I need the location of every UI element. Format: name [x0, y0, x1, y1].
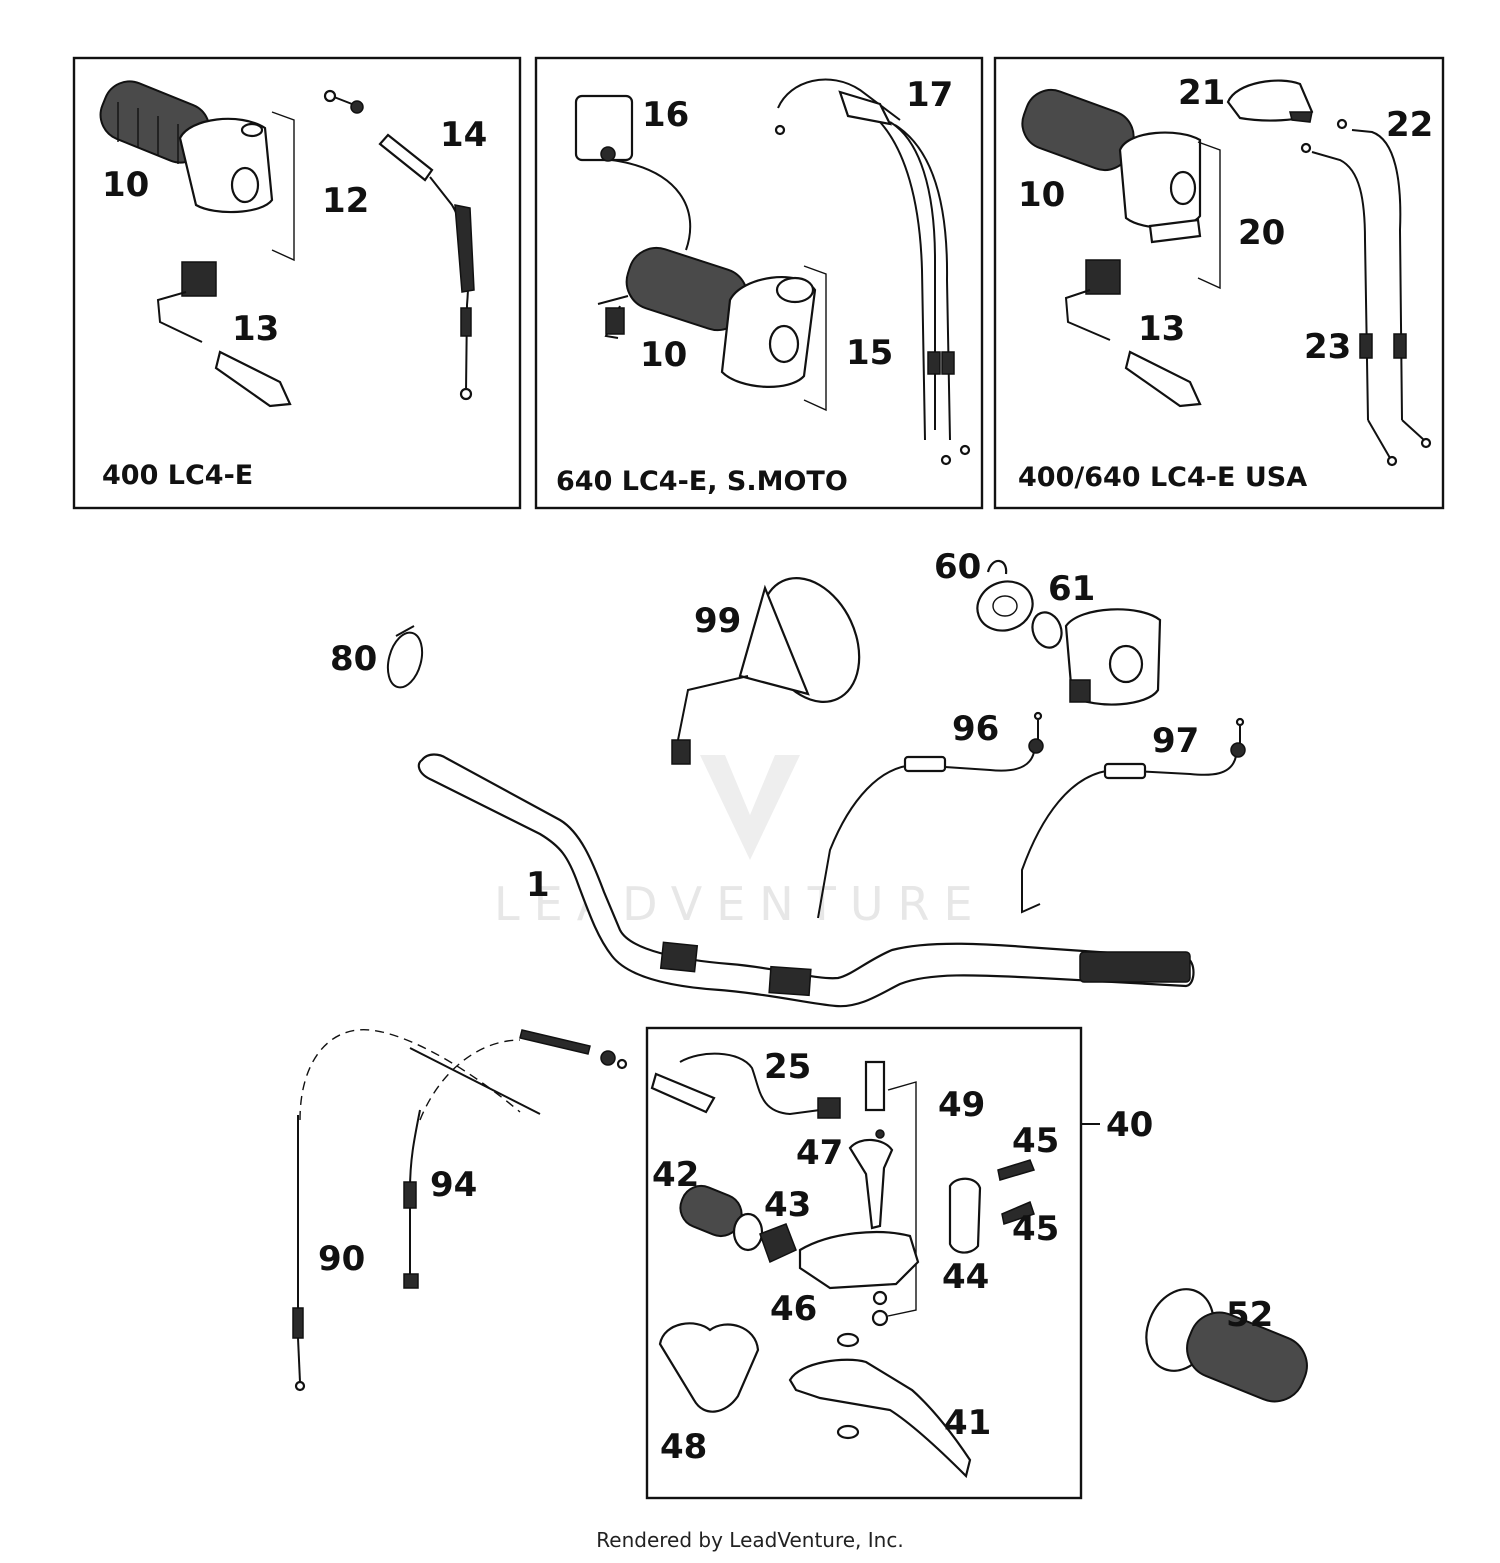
variant-label-400: 400 LC4-E [102, 460, 253, 491]
callout-22: 22 [1386, 105, 1433, 145]
group-bracket-15 [803, 265, 827, 412]
callout-52: 52 [1226, 1295, 1273, 1335]
throttle-cable-14 [323, 89, 475, 401]
variant-box-400-frame [72, 56, 522, 510]
clamp-45 [948, 1159, 1036, 1254]
switch-13 [156, 261, 292, 408]
callout-45: 45 [1012, 1121, 1059, 1161]
group-bracket-12 [271, 111, 295, 262]
throttle-cables-17 [774, 78, 971, 466]
lever-housing-44 [798, 1231, 920, 1290]
exploded-parts-diagram: LEADVENTURE [72, 56, 1445, 1500]
washer [872, 1290, 888, 1306]
callout-40: 40 [1106, 1105, 1153, 1145]
callout-41: 41 [944, 1403, 991, 1443]
callout-10: 10 [640, 335, 687, 375]
cover-21 [1226, 79, 1314, 122]
footer-credit: Rendered by LeadVenture, Inc. [596, 1528, 904, 1552]
callout-44: 44 [942, 1257, 989, 1297]
cable-96 [817, 711, 1044, 919]
callout-94: 94 [430, 1165, 477, 1205]
cables-22-23 [1300, 118, 1432, 467]
clutch-switch-25 [650, 1052, 841, 1119]
variant-box-640-frame [534, 56, 984, 510]
boot-42-adjuster-43 [679, 1184, 797, 1264]
callout-12: 12 [322, 181, 369, 221]
connector-640 [605, 307, 625, 335]
cable-94 [403, 1029, 628, 1289]
grip-52 [1145, 1288, 1308, 1403]
callout-43: 43 [764, 1185, 811, 1225]
group-bracket-20 [1197, 141, 1221, 290]
clutch-lever-41 [788, 1332, 972, 1479]
watermark: LEADVENTURE [494, 755, 987, 931]
callout-61: 61 [1048, 569, 1095, 609]
callout-42: 42 [652, 1155, 699, 1195]
callout-46: 46 [770, 1289, 817, 1329]
mirror-99 [671, 576, 861, 765]
lever-cover-48 [658, 1322, 760, 1413]
callout-20: 20 [1238, 213, 1285, 253]
watermark-logo-icon [700, 755, 800, 860]
nut [871, 1309, 889, 1327]
variant-box-400: 10 12 14 13 400 LC4-E [72, 56, 522, 510]
callout-23: 23 [1304, 327, 1351, 367]
cable-tie-80 [386, 625, 424, 689]
switch-13-usa [1064, 259, 1202, 408]
cable-90 [292, 1029, 541, 1392]
variant-box-640: 16 17 10 15 640 LC4-E, S.MOTO [534, 56, 984, 510]
variant-label-usa: 400/640 LC4-E USA [1018, 462, 1307, 493]
callout-21: 21 [1178, 73, 1225, 113]
variant-box-usa-frame [993, 56, 1445, 510]
callout-13: 13 [232, 309, 279, 349]
callout-13: 13 [1138, 309, 1185, 349]
callout-96: 96 [952, 709, 999, 749]
callout-10: 10 [1018, 175, 1065, 215]
callout-99: 99 [694, 601, 741, 641]
callout-15: 15 [846, 333, 893, 373]
group-bracket-49 [887, 1081, 917, 1317]
callout-25: 25 [764, 1047, 811, 1087]
cable-97 [1021, 717, 1246, 914]
callout-47: 47 [796, 1133, 843, 1173]
callout-60: 60 [934, 547, 981, 587]
callout-90: 90 [318, 1239, 365, 1279]
callout-14: 14 [440, 115, 487, 155]
cover-21-tab [1289, 111, 1313, 123]
watermark-text: LEADVENTURE [494, 877, 987, 931]
switch-cluster-60-61 [976, 559, 1162, 706]
callout-10: 10 [102, 165, 149, 205]
throttle-housing-usa [1118, 131, 1202, 244]
handlebar-1 [417, 753, 1195, 1008]
adjuster-47 [848, 1138, 894, 1230]
throttle-housing [178, 117, 274, 214]
callout-80: 80 [330, 639, 377, 679]
variant-box-usa: 21 22 10 20 13 23 400/640 LC4-E USA [993, 56, 1445, 510]
switch-16 [574, 94, 692, 251]
callout-17: 17 [906, 75, 953, 115]
callout-1: 1 [526, 865, 550, 905]
throttle-housing-640 [720, 276, 817, 388]
variant-label-640: 640 LC4-E, S.MOTO [556, 466, 848, 497]
callout-49: 49 [938, 1085, 985, 1125]
callout-45: 45 [1012, 1209, 1059, 1249]
group-40-frame [645, 1026, 1083, 1500]
callout-97: 97 [1152, 721, 1199, 761]
bolt-49 [864, 1060, 886, 1139]
callout-48: 48 [660, 1427, 707, 1467]
clutch-lever-group-40: 25 49 40 47 45 45 42 43 44 46 48 41 [645, 1026, 1153, 1500]
callout-16: 16 [642, 95, 689, 135]
